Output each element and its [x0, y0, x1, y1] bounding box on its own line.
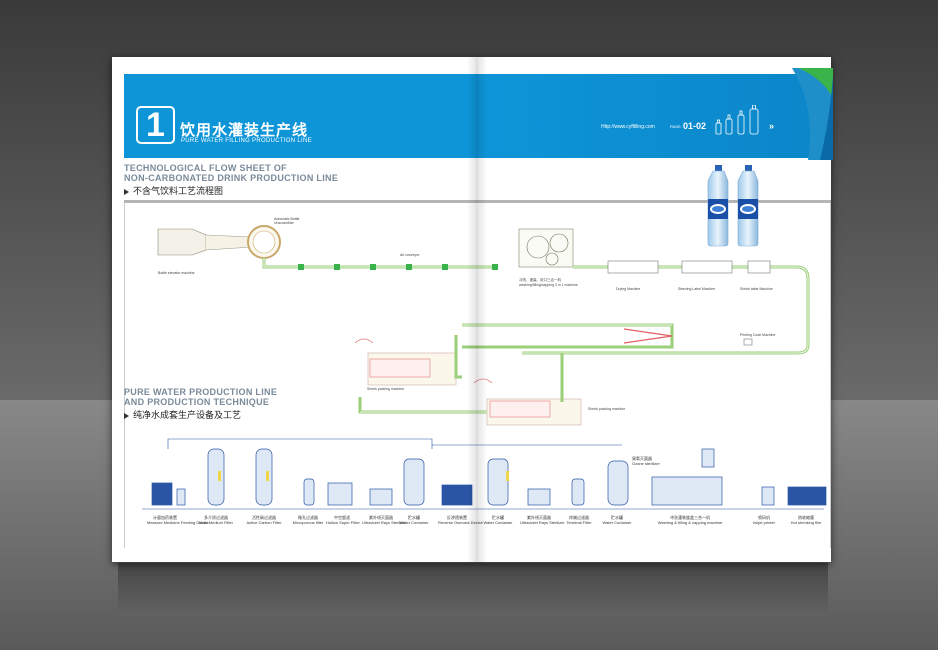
next-arrows-icon: » — [769, 121, 774, 131]
page-title-cn: 饮用水灌装生产线 — [180, 122, 309, 139]
header-banner-right — [484, 74, 831, 158]
label-drying: Drying Machine — [616, 287, 641, 291]
page-title-en: PURE WATER FILLING PRODUCTION LINE — [181, 138, 312, 144]
label-bottle-elevator: Bottle elevator machine — [158, 271, 195, 275]
label-printing-code: Printing Code Machine — [740, 333, 776, 337]
swoosh-logo — [792, 68, 833, 160]
label-air-conveyor: Air conveyor — [400, 253, 420, 257]
label-filling-en: washing/filling/capping 3 in 1 machine — [519, 283, 578, 287]
page-label: PAGE — [670, 124, 681, 129]
book-spine — [467, 57, 487, 562]
section-number: 1 — [136, 106, 175, 144]
bullet-triangle-icon — [124, 188, 129, 195]
page-number: 01-02 — [683, 121, 707, 131]
diagram-frame — [124, 203, 831, 548]
pure-water-title: PURE WATER PRODUCTION LINE AND PRODUCTIO… — [124, 387, 278, 407]
water-bottles-image — [707, 165, 759, 247]
flow-sheet-title: TECHNOLOGICAL FLOW SHEET OF NON-CARBONAT… — [124, 163, 339, 183]
ozone-label: 臭氧灭菌器 Ozone sterilizer — [632, 456, 660, 466]
bullet-triangle-icon — [124, 412, 129, 419]
label-shrink-packing-1: Shrink packing machine — [367, 387, 405, 391]
label-filling-cn: 冲洗、灌装、封口三合一机 — [519, 278, 561, 282]
label-unscrambler: Automatic Bottle Unscrambler — [274, 217, 300, 225]
brochure-spread: 1 饮用水灌装生产线 PURE WATER FILLING PRODUCTION… — [112, 57, 833, 562]
production-flow-diagram — [157, 225, 810, 426]
section-rule — [124, 200, 831, 203]
book-reflection — [118, 563, 828, 613]
equipment-diagram — [142, 438, 827, 510]
pure-water-title-cn: 纯净水成套生产设备及工艺 — [124, 408, 241, 421]
bottle-icons — [715, 105, 759, 135]
label-shrink-packing-2: Shrink packing machine — [588, 407, 626, 411]
label-shrink-table: Shrink table Machine — [740, 287, 773, 291]
flow-sheet-title-cn: 不含气饮料工艺流程图 — [124, 184, 223, 197]
header-banner — [124, 74, 831, 158]
website-url: Http://www.cyffilling.com — [601, 124, 655, 130]
label-sleeving: Sleeving Label Machine — [678, 287, 716, 291]
